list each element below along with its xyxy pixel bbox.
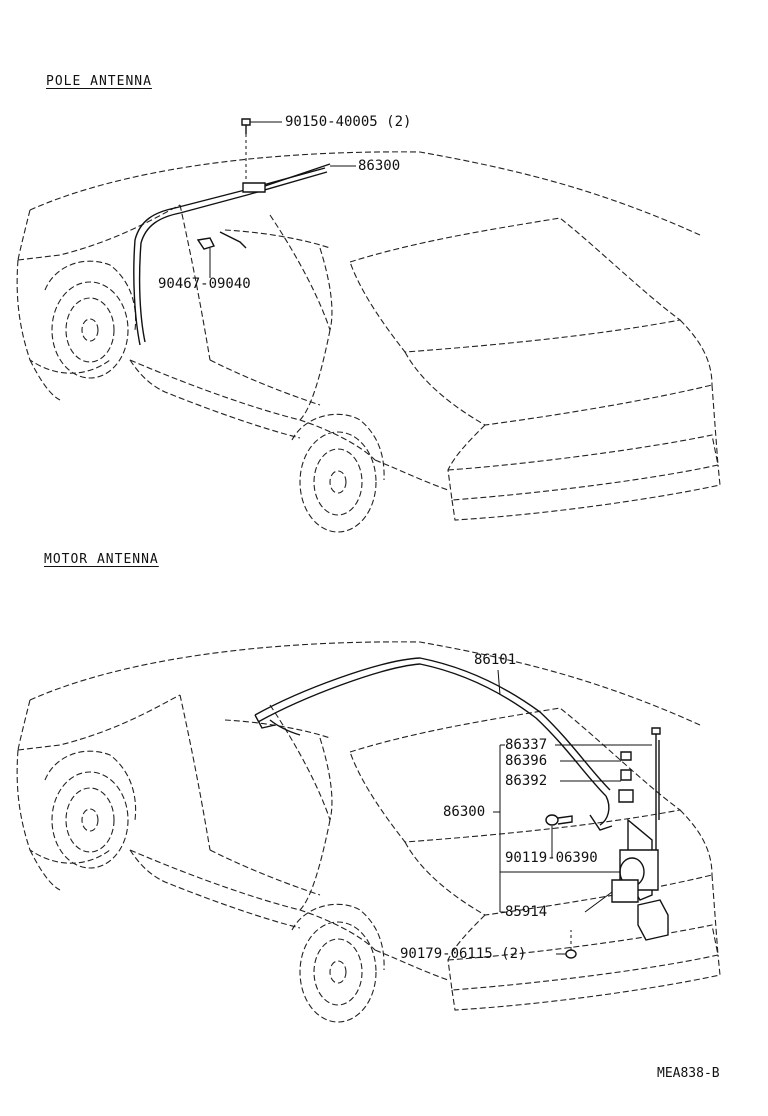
section-title-pole-antenna: POLE ANTENNA: [46, 74, 152, 89]
pole-antenna-parts: [134, 119, 356, 345]
part-label-86300-pole: 86300: [358, 158, 401, 174]
part-label-86300-motor: 86300: [443, 804, 486, 820]
part-label-85914: 85914: [505, 904, 548, 920]
part-label-86101: 86101: [474, 652, 517, 668]
motor-antenna-parts: [255, 658, 668, 958]
car-outline-motor: [16, 641, 721, 1023]
part-label-86396: 86396: [505, 753, 548, 769]
part-label-90150-40005: 90150-40005 (2): [285, 114, 412, 130]
part-label-90467-09040: 90467-09040: [158, 276, 251, 292]
car-outline-pole: [16, 151, 721, 533]
part-label-86392: 86392: [505, 773, 548, 789]
section-title-motor-antenna: MOTOR ANTENNA: [44, 552, 159, 567]
part-label-86337: 86337: [505, 737, 548, 753]
part-label-90119-06390: 90119-06390: [505, 850, 598, 866]
part-label-90179-06115: 90179-06115 (2): [400, 946, 527, 962]
diagram-code: MEA838-B: [657, 1066, 720, 1081]
